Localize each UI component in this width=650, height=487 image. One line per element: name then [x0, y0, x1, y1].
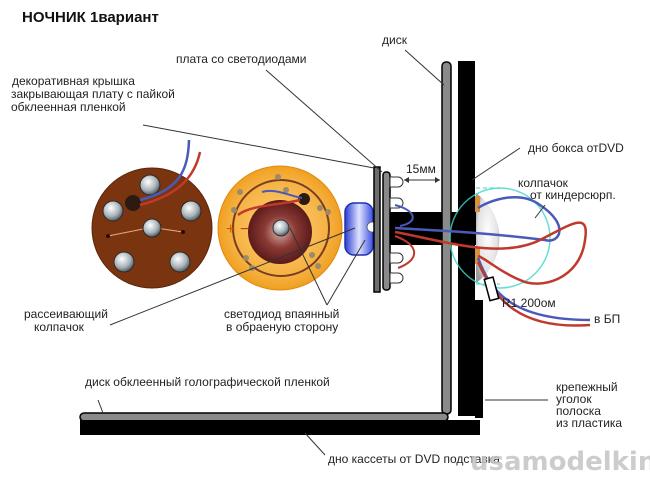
- bracket-label-2: уголок: [556, 392, 592, 406]
- disc-label: диск: [382, 33, 408, 47]
- base-label: дно кассеты от DVD подставка: [328, 452, 500, 466]
- bracket-label-1: крепежный: [556, 380, 618, 394]
- decorative-cover: [373, 166, 381, 293]
- orange-pcb-disc: + −: [217, 165, 343, 291]
- led-reversed-label-2: в обраеную сторону: [226, 320, 338, 334]
- led-board-label: плата со светодиодами: [176, 52, 306, 66]
- holographic-disc: [79, 412, 449, 422]
- center-bulb: [142, 218, 162, 238]
- wires: [394, 196, 591, 327]
- cover-label-3: обклеенная пленкой: [11, 100, 126, 114]
- wire-hole: [125, 195, 141, 211]
- mounting-bracket: [475, 300, 483, 418]
- red-wire: [139, 151, 202, 207]
- diffuser-label-1: рассеивающий: [24, 307, 108, 321]
- blue-wire: [139, 139, 191, 202]
- diagram-title: НОЧНИК 1вариант: [22, 9, 159, 26]
- plus-sign: +: [226, 221, 235, 238]
- led-reversed-label-1: светодиод впаянный: [224, 307, 339, 321]
- holo-disc-label: диск обклеенный голографической пленкой: [85, 375, 330, 389]
- brown-disc: [91, 139, 213, 289]
- led-board: [382, 171, 391, 291]
- bracket-label-3: полоска: [556, 404, 601, 418]
- gap-label: 15мм: [406, 162, 436, 176]
- psu-label: в БП: [594, 312, 620, 326]
- kinder-cap: [476, 193, 500, 283]
- led-board-leds: [389, 176, 404, 284]
- cap-label-2: от киндерсюрп.: [530, 188, 616, 202]
- diffuser-label-2: колпачок: [34, 320, 85, 334]
- led-bulbs: [102, 174, 202, 273]
- cap-label-1: колпачок: [518, 176, 569, 190]
- bracket-label-4: из пластика: [556, 416, 622, 430]
- resistor-label: R1 200ом: [502, 296, 556, 310]
- dvd-case-base: [80, 420, 480, 435]
- leader-lines: [97, 49, 548, 456]
- resistor-r1: [483, 276, 500, 302]
- dvd-box-bottom: [458, 61, 475, 416]
- center-led: [272, 219, 290, 237]
- dvd-box-bottom-label: дно бокса отDVD: [528, 141, 624, 155]
- minus-sign: −: [240, 221, 249, 238]
- watermark: usamodelkina.ru: [470, 447, 650, 477]
- cover-label-2: закрывающая плату с пайкой: [11, 87, 175, 101]
- cover-label-1: декоративная крышка: [12, 74, 135, 88]
